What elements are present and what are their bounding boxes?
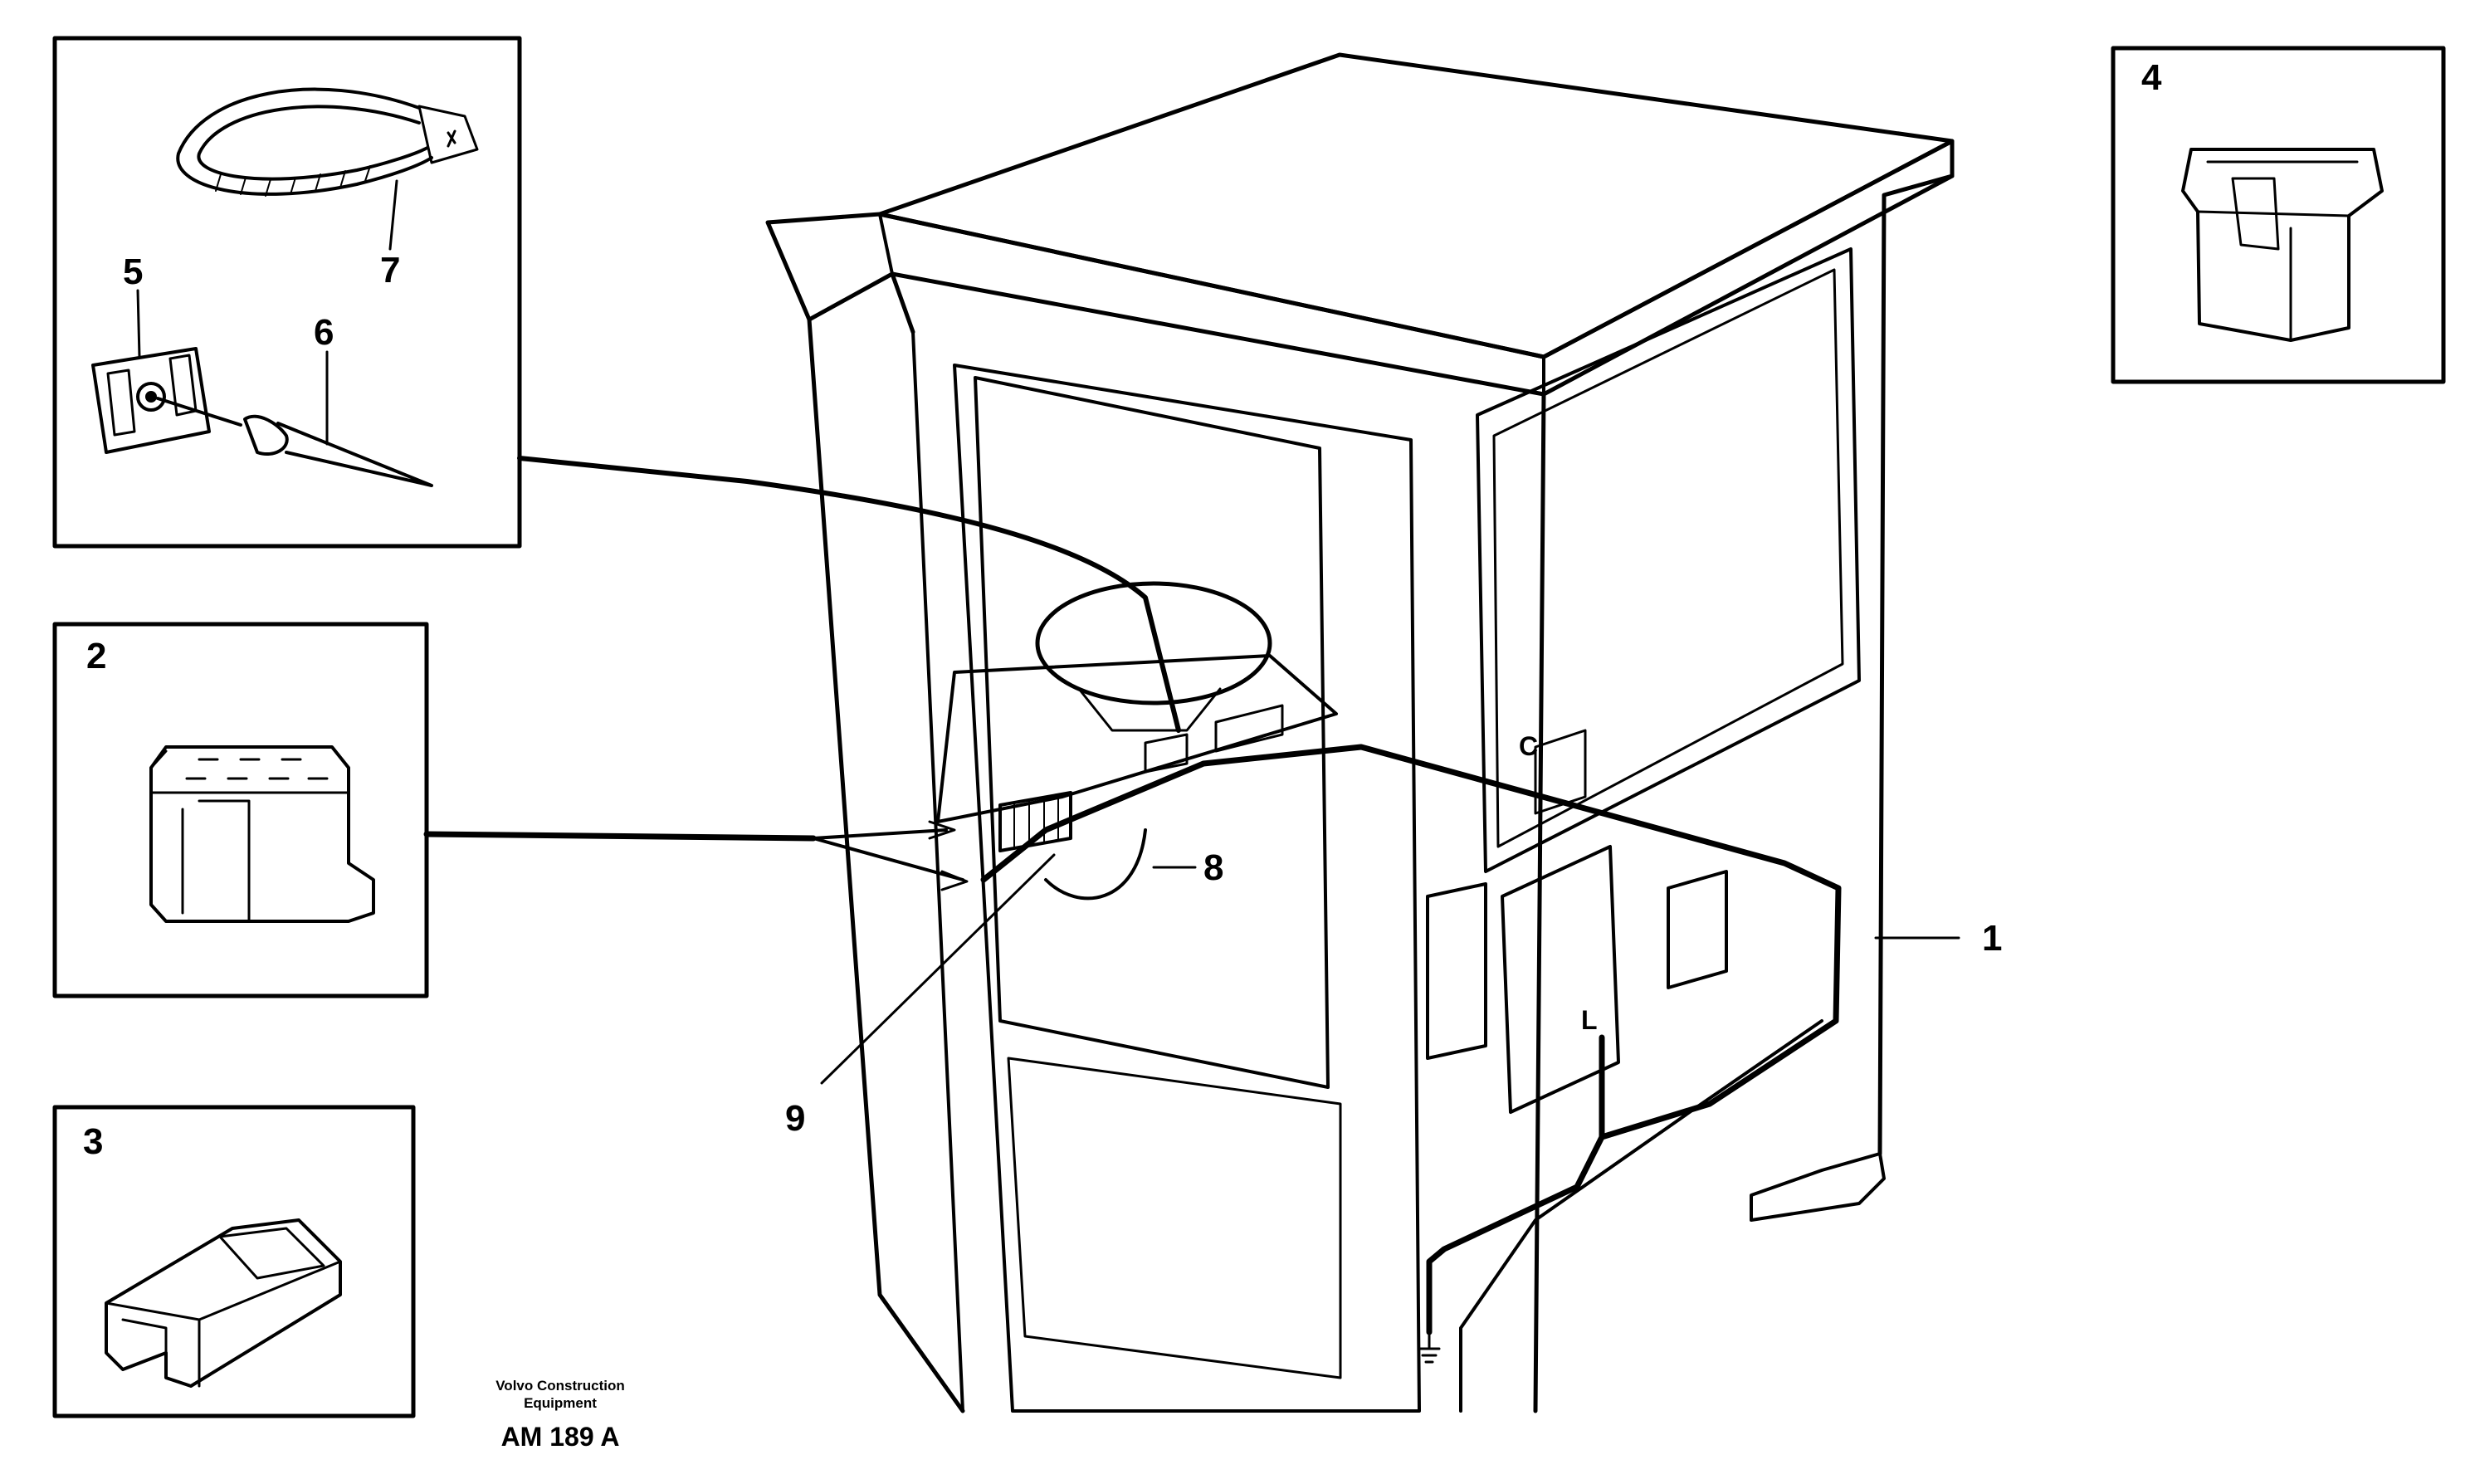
callout-6: 6 [314,312,334,353]
detail-box-2: 2 [52,622,429,998]
detail-box-2-frame [52,622,429,998]
ground-letter: L [1581,1005,1598,1035]
leader-9 [820,853,1056,1085]
callout-5: 5 [123,251,143,292]
callout-3: 3 [83,1121,103,1162]
leader-fasteners-to-cab [517,456,1181,733]
callout-9: 9 [785,1098,805,1139]
connector-3-drawing [105,1218,342,1388]
caption-company-line2: Equipment [524,1395,597,1411]
relay-holder-4-drawing [2181,148,2384,342]
ground-symbol [1418,1330,1441,1364]
detail-box-3-frame [52,1105,416,1418]
panel-letter: C [1519,731,1538,761]
dashboard [936,654,1338,823]
clip-drawing [91,347,211,454]
callout-1: 1 [1982,918,2002,959]
relay-2-drawing [149,745,375,923]
leader-2-to-cab [423,831,817,842]
detail-box-fasteners-frame [52,36,522,549]
detail-box-4: 4 [2111,46,2446,384]
callout-8: 8 [1203,847,1223,888]
leader-7 [388,179,398,251]
cab-drawing: C L [765,52,1955,1413]
callout-7: 7 [380,250,400,290]
detail-box-fasteners: 5 6 7 [52,36,522,549]
cable-tie-drawing [176,87,479,197]
leader-5 [136,289,141,359]
wiring-harness-1 [980,744,1842,1335]
pin-drawing [156,397,433,487]
cab-roof [877,52,1955,359]
detail-box-3: 3 [52,1105,416,1418]
detail-box-4-frame [2111,46,2446,384]
steering-wheel [1035,581,1272,705]
callout-4: 4 [2141,57,2162,98]
caption-drawing-code: AM 189 A [501,1422,620,1452]
callout-2: 2 [86,636,106,676]
caption-company-line1: Volvo Construction [495,1378,625,1394]
